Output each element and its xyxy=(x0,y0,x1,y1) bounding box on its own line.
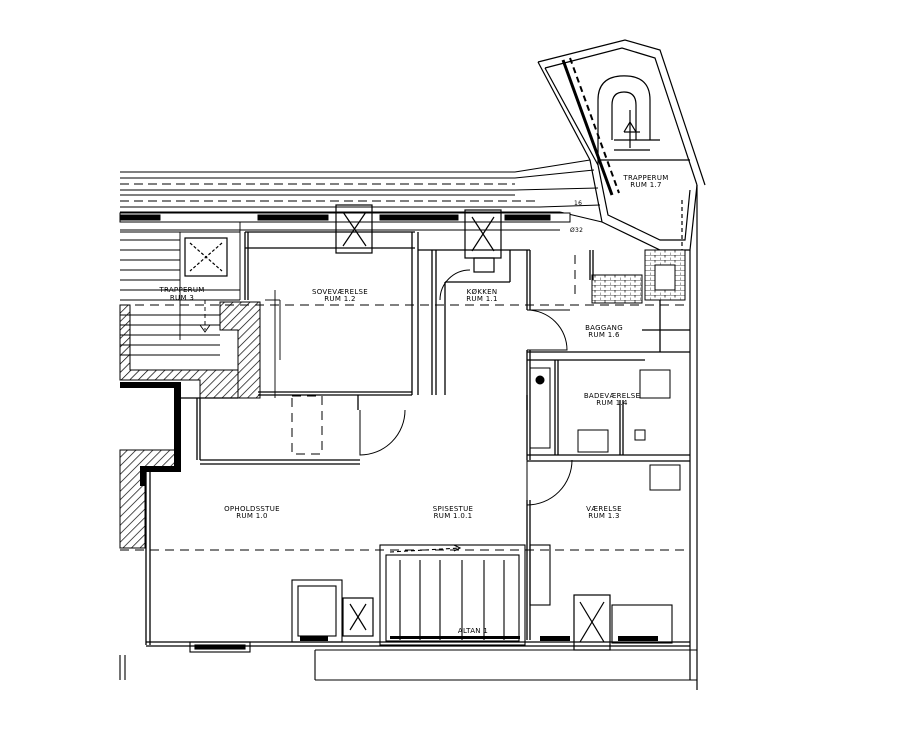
door-swings xyxy=(359,269,573,506)
overhead-lines xyxy=(120,229,690,551)
room-number-sovevaerelse: RUM 1.2 xyxy=(324,295,355,303)
room-number-trapperum-3: RUM 3 xyxy=(170,294,194,302)
stair-note-16: 16 xyxy=(574,200,582,207)
north-facade xyxy=(119,159,603,231)
room-labels: TRAPPERUM RUM 3 SOVEVÆRELSE RUM 1.2 KØKK… xyxy=(158,174,668,635)
stair-notes: 16 Ø32 xyxy=(570,200,583,234)
room-number-baggang: RUM 1.6 xyxy=(588,331,620,339)
masonry-walls xyxy=(119,249,686,549)
room-number-kokken: RUM 1.1 xyxy=(466,295,497,303)
room-name-kokken: KØKKEN xyxy=(467,288,498,296)
stair-note-diameter: Ø32 xyxy=(570,227,583,234)
room-name-sovevaerelse: SOVEVÆRELSE xyxy=(312,288,368,296)
load-bearing-walls xyxy=(120,382,181,486)
south-terrace xyxy=(119,641,697,681)
room-name-badevaerelse: BADEVÆRELSE xyxy=(584,392,640,400)
room-number-trapperum-17: RUM 1.7 xyxy=(630,181,661,189)
skylight-boxes xyxy=(184,204,611,651)
left-staircase xyxy=(120,221,281,398)
room-number-vaerelse: RUM 1.3 xyxy=(588,512,619,520)
room-name-baggang: BAGGANG xyxy=(585,324,623,332)
balcony xyxy=(291,544,673,646)
east-facade xyxy=(681,185,698,690)
room-name-vaerelse: VÆRELSE xyxy=(586,505,622,513)
room-number-badevaerelse: RUM 1.4 xyxy=(596,399,628,407)
stair-tower-outline xyxy=(537,39,706,251)
room-number-spisestue: RUM 1.0.1 xyxy=(434,512,473,520)
room-name-trapperum-17: TRAPPERUM xyxy=(622,174,668,182)
room-name-trapperum-3: TRAPPERUM xyxy=(158,286,204,294)
room-name-spisestue: SPISESTUE xyxy=(433,505,474,513)
balcony-label: ALTAN 1 xyxy=(458,627,488,635)
bathroom-fixtures xyxy=(529,367,681,491)
room-number-opholdsstue: RUM 1.0 xyxy=(236,512,267,520)
window-marks xyxy=(300,636,658,641)
room-name-opholdsstue: OPHOLDSSTUE xyxy=(224,505,280,513)
